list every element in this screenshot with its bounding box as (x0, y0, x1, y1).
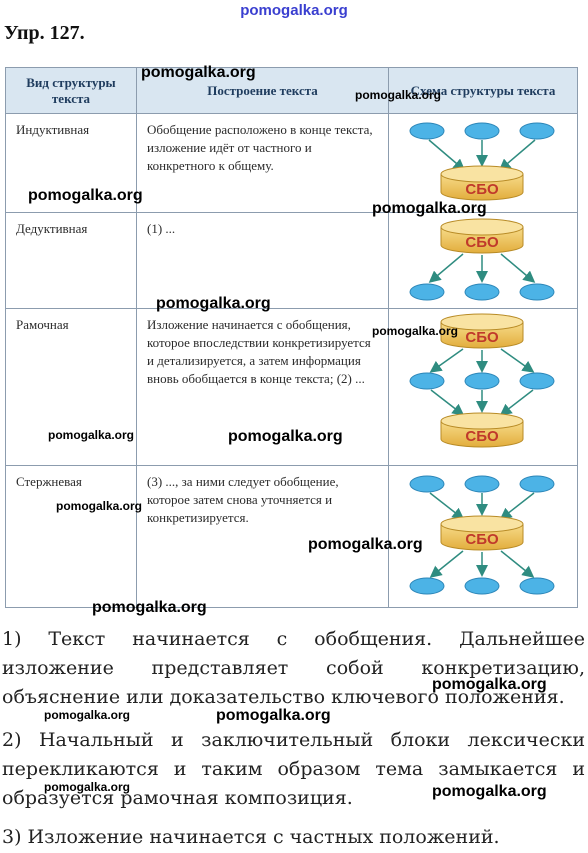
scheme-core: СБО (388, 465, 578, 608)
arrow-icon (500, 348, 535, 373)
table-row-core: Стержневая (3) ..., за ними следует обоб… (5, 465, 578, 608)
detail-ellipse-icon (464, 283, 500, 301)
sbo-cylinder-icon: СБО (440, 313, 524, 349)
arrow-icon (428, 253, 464, 283)
arrow-icon (500, 550, 535, 578)
table-row-inductive: Индуктивная Обобщение расположено в конц… (5, 113, 578, 213)
answer-2: 2) Начальный и заключительный блоки лекс… (2, 729, 585, 809)
arrow-icon (499, 492, 535, 520)
sbo-label: СБО (465, 531, 499, 548)
table-row-frame: Рамочная Изложение начинается с обобщени… (5, 308, 578, 466)
sbo-label: СБО (465, 234, 499, 251)
detail-ellipse-icon (519, 122, 555, 140)
inductive-scheme-diagram: СБО (409, 122, 555, 201)
answer-3: 3) Изложение начинается с частных положе… (2, 826, 500, 848)
structure-description-cell: (3) ..., за ними следует обобщение, кото… (136, 465, 389, 608)
header-structure-type: Вид структуры текста (5, 67, 137, 114)
watermark: pomogalka.org (216, 707, 331, 724)
site-watermark-top: pomogalka.org (240, 2, 348, 19)
arrow-icon (429, 492, 465, 520)
sbo-cylinder-icon: СБО (440, 218, 524, 254)
watermark: pomogalka.org (432, 676, 547, 693)
structure-description-cell: Изложение начинается с обобщения, которо… (136, 308, 389, 466)
structure-type-cell: Стержневая (5, 465, 137, 608)
arrow-icon (498, 139, 536, 171)
detail-ellipse-icon (409, 372, 445, 390)
arrow-icon (430, 389, 465, 416)
table-header-row: Вид структуры текста Построение текста С… (5, 67, 578, 114)
arrow-icon (429, 550, 464, 578)
sbo-cylinder-icon: СБО (440, 165, 524, 201)
detail-ellipse-icon (409, 122, 445, 140)
detail-ellipse-icon (519, 577, 555, 595)
detail-ellipse-icon (409, 577, 445, 595)
watermark: pomogalka.org (92, 599, 207, 616)
sbo-label: СБО (465, 329, 499, 346)
detail-ellipse-icon (519, 372, 555, 390)
deductive-scheme-diagram: СБО (409, 218, 555, 301)
watermark: pomogalka.org (156, 295, 271, 312)
watermark: pomogalka.org (28, 187, 143, 204)
arrow-icon (428, 139, 466, 171)
watermark: pomogalka.org (372, 324, 459, 338)
structure-table: Вид структуры текста Построение текста С… (5, 67, 578, 608)
watermark: pomogalka.org (48, 428, 135, 442)
watermark: pomogalka.org (228, 428, 343, 445)
sbo-cylinder-icon: СБО (440, 412, 524, 448)
detail-ellipse-icon (519, 283, 555, 301)
watermark: pomogalka.org (372, 200, 487, 217)
header-structure-scheme: Схема структуры текста (388, 67, 578, 114)
detail-ellipse-icon (519, 475, 555, 493)
arrow-icon (499, 389, 534, 416)
detail-ellipse-icon (464, 475, 500, 493)
watermark: pomogalka.org (432, 783, 547, 800)
arrow-icon (500, 253, 536, 283)
watermark: pomogalka.org (44, 780, 131, 794)
arrow-icon (429, 348, 464, 373)
detail-ellipse-icon (464, 372, 500, 390)
watermark: pomogalka.org (56, 499, 143, 513)
core-scheme-diagram: СБО (409, 475, 555, 595)
header-text-construction: Построение текста (136, 67, 389, 114)
detail-ellipse-icon (464, 577, 500, 595)
table-row-deductive: Дедуктивная (1) ... СБО (5, 212, 578, 309)
detail-ellipse-icon (464, 122, 500, 140)
sbo-label: СБО (465, 181, 499, 198)
scheme-inductive: СБО (388, 113, 578, 213)
structure-type-cell: Индуктивная (5, 113, 137, 213)
structure-description-cell: Обобщение расположено в конце текста, из… (136, 113, 389, 213)
structure-description-cell: (1) ... (136, 212, 389, 309)
exercise-title: Упр. 127. (4, 22, 85, 44)
watermark: pomogalka.org (44, 708, 131, 722)
structure-type-cell: Дедуктивная (5, 212, 137, 309)
structure-type-cell: Рамочная (5, 308, 137, 466)
watermark: pomogalka.org (355, 88, 442, 102)
frame-scheme-diagram: СБО СБО (409, 313, 555, 448)
answer-1: 1) Текст начинается с обобщения. Дальней… (2, 628, 585, 708)
detail-ellipse-icon (409, 283, 445, 301)
scheme-deductive: СБО (388, 212, 578, 309)
watermark: pomogalka.org (141, 64, 256, 81)
scheme-frame: СБО СБО (388, 308, 578, 466)
detail-ellipse-icon (409, 475, 445, 493)
watermark: pomogalka.org (308, 536, 423, 553)
sbo-cylinder-icon: СБО (440, 515, 524, 551)
sbo-label: СБО (465, 428, 499, 445)
